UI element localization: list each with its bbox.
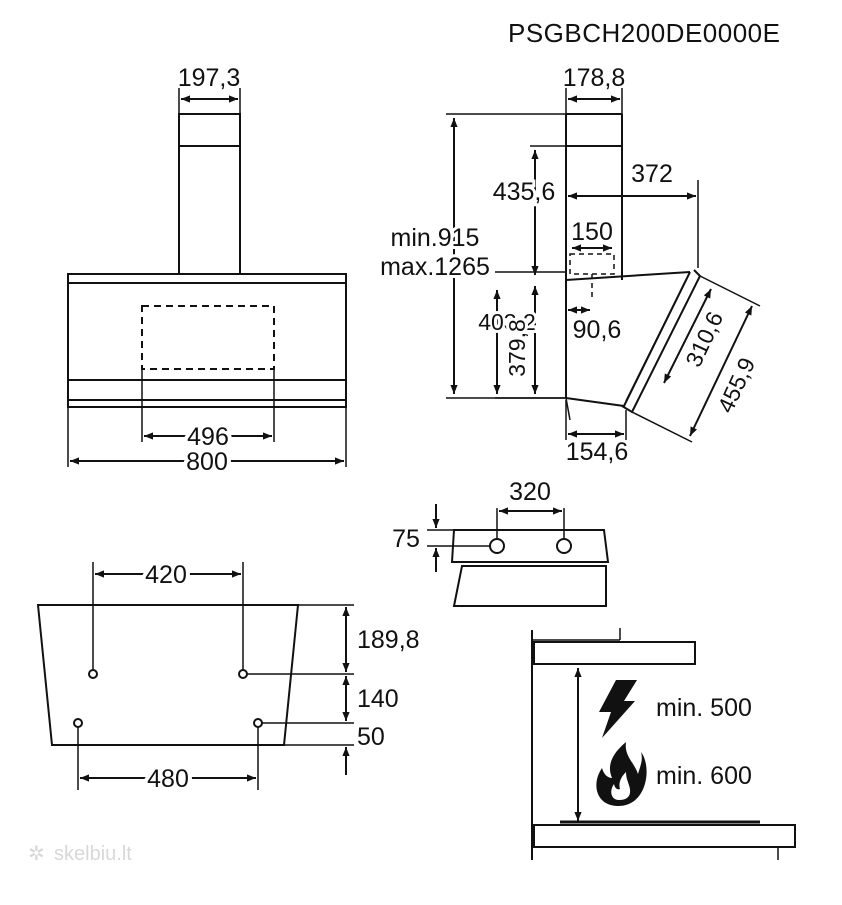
watermark: ✲ skelbiu.lt (28, 843, 132, 865)
chimney-outline (178, 113, 241, 275)
hood-top-edge (565, 271, 691, 281)
dim-bottom-offset: 50 (357, 723, 385, 751)
mount-hole-top-left (88, 669, 98, 679)
dim-hole-height: 75 (392, 525, 420, 553)
watermark-glyph: ✲ (28, 843, 45, 865)
filter-area-dashed (141, 305, 275, 370)
mounting-view (36, 562, 354, 790)
glass-panel-inner (625, 279, 687, 402)
bracket-lower-outline (452, 565, 607, 607)
dim-bottom-spacing: 480 (147, 765, 189, 793)
dim-upper-height: 435,6 (493, 178, 556, 206)
clearance-view (531, 628, 796, 860)
dim-hood-height: 403,2 (478, 309, 536, 335)
watermark-text: skelbiu.lt (54, 843, 132, 865)
side-view (446, 88, 761, 443)
dim-chimney-depth: 178,8 (563, 64, 626, 92)
bracket-hole-right (556, 538, 572, 554)
extension-line (631, 411, 693, 443)
dim-max-height: max.1265 (380, 253, 490, 281)
lightning-icon (599, 680, 637, 738)
dim-total-width: 800 (186, 448, 228, 476)
dim-hole-spacing: 320 (509, 478, 551, 506)
clearance-electric: min. 500 (656, 694, 752, 722)
model-code: PSGBCH200DE0000E (508, 18, 780, 48)
hood-underside (533, 641, 696, 665)
bracket-view (427, 504, 610, 607)
dim-top-spacing: 420 (145, 561, 187, 589)
dim-outlet-offset: 90,6 (573, 316, 622, 344)
dim-top-offset: 189,8 (357, 626, 420, 654)
mounting-plate-outline (36, 604, 300, 746)
mount-hole-bottom-left (73, 718, 83, 728)
extension-line (699, 275, 761, 307)
flame-icon (596, 742, 647, 806)
dim-chimney-width: 197,3 (178, 64, 241, 92)
dim-panel-short: 310,6 (680, 308, 728, 371)
dim-front-height: 379,8 (504, 319, 530, 377)
dim-arrow-panel-short (663, 288, 712, 384)
outlet-dashed (569, 253, 615, 275)
front-view (67, 88, 347, 467)
dim-bottom-depth: 154,6 (566, 438, 629, 466)
dim-inner-width: 496 (187, 423, 229, 451)
clearance-gas: min. 600 (656, 762, 752, 790)
dim-panel-long: 455,9 (712, 354, 760, 417)
dim-middle-offset: 140 (357, 685, 399, 713)
bracket-hole-left (489, 538, 505, 554)
mount-hole-top-right (238, 669, 248, 679)
dim-arrow-panel-long (689, 305, 753, 437)
cooktop-outline (533, 824, 796, 848)
bracket-outline (450, 529, 610, 563)
dim-projection: 372 (631, 160, 673, 188)
dim-outlet-width: 150 (571, 218, 613, 246)
mount-hole-bottom-right (253, 718, 263, 728)
dim-min-height: min.915 (391, 224, 480, 252)
hood-body-outline (67, 273, 347, 408)
